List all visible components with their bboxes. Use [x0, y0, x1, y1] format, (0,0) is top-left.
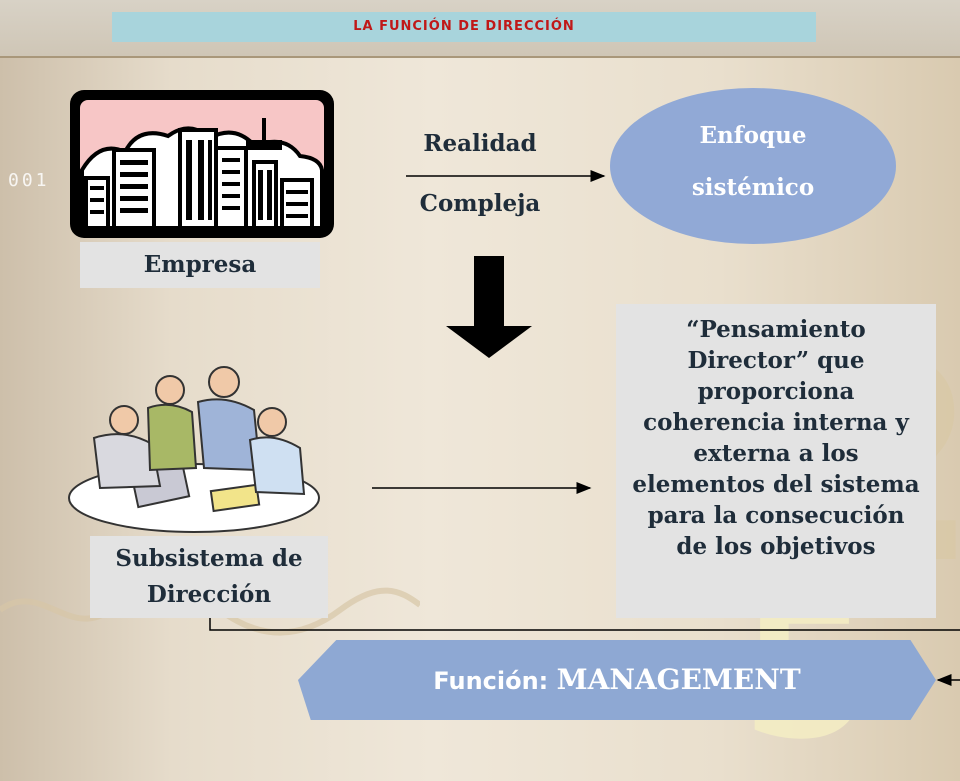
empresa-label: Empresa	[80, 242, 320, 288]
decorative-digits: 001	[8, 170, 50, 191]
enfoque-sistemico-ellipse: Enfoque sistémico	[610, 88, 896, 244]
subsistema-label-line1: Subsistema de	[115, 545, 303, 572]
enfoque-line1: Enfoque	[699, 122, 807, 149]
team-meeting-icon	[68, 366, 320, 533]
funcion-prefix: Función:	[433, 667, 557, 695]
funcion-management-banner: Función: MANAGEMENT	[298, 640, 936, 720]
funcion-management-text: MANAGEMENT	[556, 663, 801, 696]
pensamiento-director-box: “Pensamiento Director” que proporciona c…	[616, 304, 936, 618]
subsistema-label: Subsistema de Dirección	[90, 536, 328, 618]
slide-title: LA FUNCIÓN DE DIRECCIÓN	[112, 12, 816, 42]
realidad-label: Realidad	[423, 130, 537, 157]
city-skyline-icon	[70, 90, 334, 238]
subsistema-label-line2: Dirección	[146, 581, 272, 608]
down-arrow-icon	[446, 256, 532, 358]
enfoque-line2: sistémico	[691, 174, 815, 201]
compleja-label: Compleja	[419, 190, 541, 217]
